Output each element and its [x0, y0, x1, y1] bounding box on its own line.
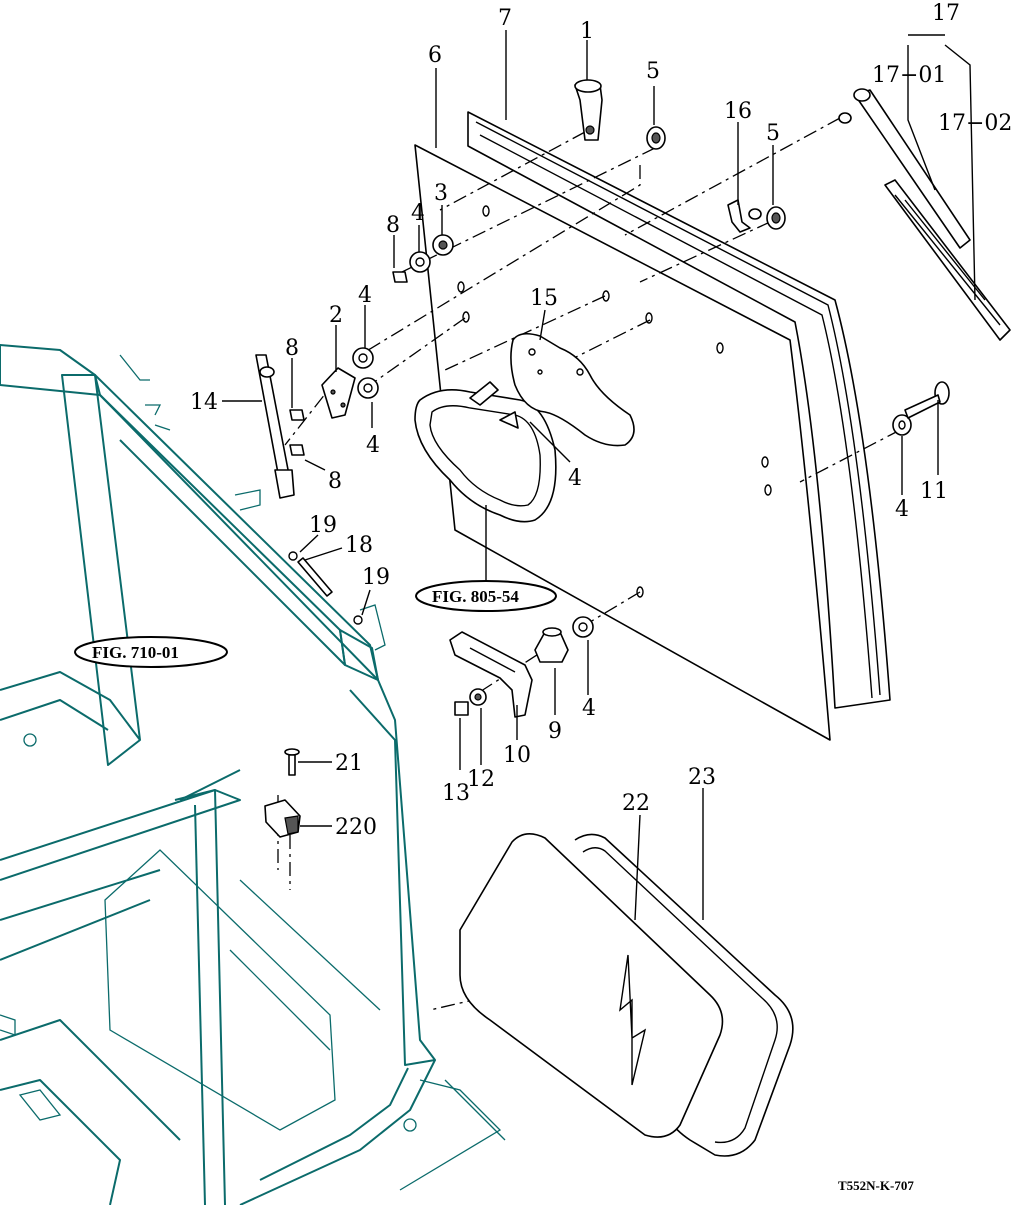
label-21: 21 [335, 751, 363, 776]
clip [264, 799, 301, 838]
defroster-fan [414, 381, 557, 523]
label-8a: 8 [386, 213, 400, 238]
washer-nozzle [727, 199, 762, 233]
bracket-plate [321, 367, 356, 419]
label-19b: 19 [362, 565, 390, 590]
label-14: 14 [190, 390, 218, 415]
label-8b: 8 [285, 336, 299, 361]
cab-frame [0, 344, 506, 1205]
wiper-motor-bolt [904, 381, 950, 419]
fig-710-01-reference[interactable]: FIG. 710-01 [74, 636, 228, 668]
label-220: 220 [335, 815, 377, 840]
fig-710-01-label[interactable]: FIG. 710-01 [92, 643, 179, 662]
gas-strut [255, 354, 295, 499]
wiper-arm [838, 88, 971, 249]
drawing-code: T552N-K-707 [838, 1178, 914, 1193]
hinge-pin [288, 551, 363, 625]
side-glass [459, 833, 794, 1157]
label-7: 7 [498, 6, 512, 31]
label-10: 10 [503, 743, 531, 768]
label-2: 2 [329, 303, 343, 328]
grommets [646, 126, 786, 230]
fig-805-54-label[interactable]: FIG. 805-54 [432, 587, 519, 606]
label-4b: 4 [358, 283, 372, 308]
label-4c: 4 [366, 433, 380, 458]
label-17: 17 [932, 1, 960, 26]
windshield-seal [467, 111, 891, 709]
label-4e: 4 [895, 497, 909, 522]
label-23: 23 [688, 765, 716, 790]
screw [284, 748, 300, 776]
leader-lines [222, 30, 976, 921]
label-5a: 5 [646, 59, 660, 84]
label-8c: 8 [328, 469, 342, 494]
label-9: 9 [548, 719, 562, 744]
label-6: 6 [428, 43, 442, 68]
lever [449, 631, 533, 718]
label-4f: 4 [582, 696, 596, 721]
wiper-blade [884, 179, 1011, 341]
fig-805-54-reference[interactable]: FIG. 805-54 [415, 580, 557, 612]
label-18: 18 [345, 533, 373, 558]
knob [534, 627, 569, 663]
label-1: 1 [580, 19, 594, 44]
label-17-01: 17−01 [872, 63, 946, 88]
label-15: 15 [530, 286, 558, 311]
part-labels: 1 5 6 7 16 5 17 17−01 17−02 3 4 8 4 2 15… [190, 1, 1011, 840]
label-4a: 4 [411, 201, 425, 226]
label-3: 3 [434, 181, 448, 206]
label-11: 11 [920, 479, 948, 504]
label-19a: 19 [309, 513, 337, 538]
latch-handle [574, 79, 603, 141]
label-13: 13 [442, 781, 470, 806]
label-4d: 4 [568, 466, 582, 491]
mounting-plate [510, 332, 635, 447]
label-5b: 5 [766, 121, 780, 146]
label-16: 16 [724, 99, 752, 124]
bolts [289, 271, 469, 716]
label-12: 12 [467, 767, 495, 792]
label-22: 22 [622, 791, 650, 816]
label-17-02: 17−02 [938, 111, 1011, 136]
